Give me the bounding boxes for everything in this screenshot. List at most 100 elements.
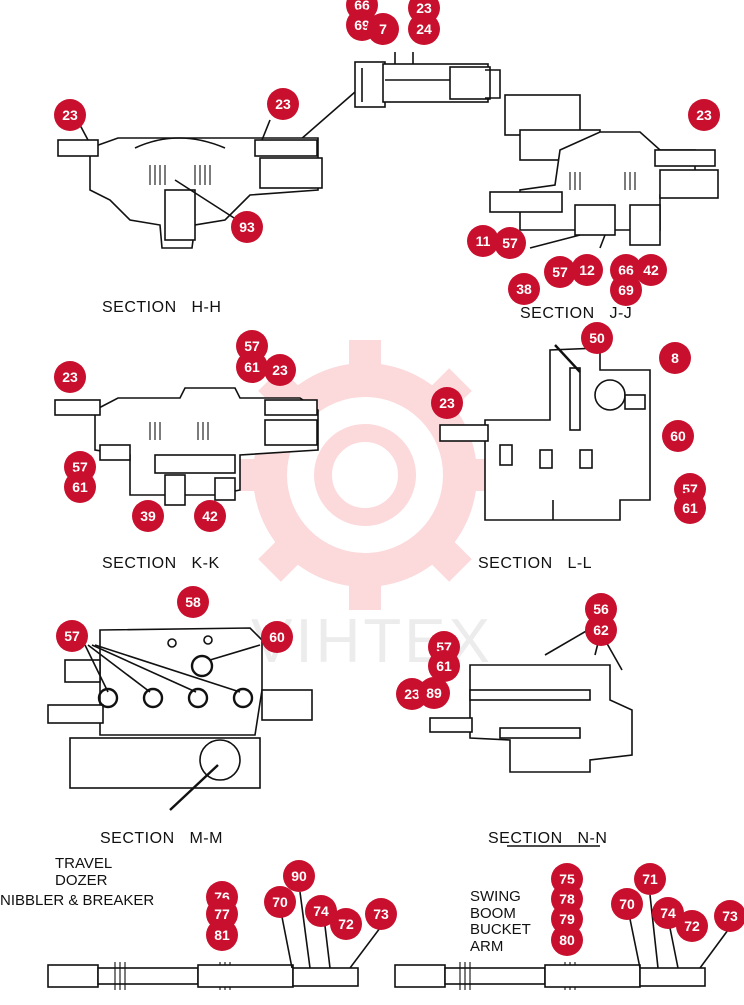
balloon-circle — [428, 650, 460, 682]
balloon-circle — [544, 256, 576, 288]
spool-label-nibbler-breaker: NIBBLER & BREAKER — [0, 892, 154, 909]
balloon-circle — [585, 614, 617, 646]
spool-right-drawing — [394, 894, 729, 990]
balloon-circle — [267, 88, 299, 120]
balloon-callout: 24 — [408, 13, 440, 45]
balloon-number: 12 — [579, 262, 595, 278]
balloon-circle — [688, 99, 720, 131]
top-detail-drawing — [299, 52, 501, 141]
balloon-callout: 89 — [418, 677, 450, 709]
balloon-callout: 23 — [431, 387, 463, 419]
section-label-mm: SECTION M-M — [100, 830, 223, 847]
section-mm-drawing — [47, 627, 313, 811]
balloon-circle — [56, 620, 88, 652]
balloon-callout: 23 — [264, 354, 296, 386]
balloon-callout: 73 — [365, 898, 397, 930]
balloon-callout: 61 — [674, 492, 706, 524]
balloon-callout: 8 — [659, 342, 691, 374]
spool-label-boom: BOOM — [470, 905, 516, 922]
balloon-number: 57 — [64, 628, 80, 644]
balloon-callout: 38 — [508, 273, 540, 305]
balloon-callout: 11 — [467, 225, 499, 257]
balloon-circle — [659, 342, 691, 374]
balloon-number: 72 — [338, 916, 354, 932]
balloon-number: 23 — [696, 107, 712, 123]
balloon-circle — [418, 677, 450, 709]
section-label-nn: SECTION N-N — [488, 830, 607, 847]
balloon-number: 42 — [643, 262, 659, 278]
balloon-circle — [571, 254, 603, 286]
section-hh-drawing — [57, 119, 323, 249]
balloon-number: 56 — [593, 601, 609, 617]
balloon-number: 23 — [404, 686, 420, 702]
balloon-circle — [676, 910, 708, 942]
balloon-circle — [610, 274, 642, 306]
balloon-circle — [236, 351, 268, 383]
balloon-number: 57 — [552, 264, 568, 280]
balloon-circle — [634, 863, 666, 895]
section-kk-drawing — [54, 387, 319, 506]
balloon-callout: 57 — [544, 256, 576, 288]
balloon-callout: 71 — [634, 863, 666, 895]
balloon-circle — [551, 924, 583, 956]
section-label-kk: SECTION K-K — [102, 555, 220, 572]
balloon-circle — [264, 354, 296, 386]
balloon-number: 66 — [618, 262, 634, 278]
balloon-number: 62 — [593, 622, 609, 638]
balloon-callout: 70 — [264, 886, 296, 918]
balloon-circle — [64, 471, 96, 503]
balloon-circle — [264, 886, 296, 918]
balloon-number: 70 — [619, 896, 635, 912]
balloon-callout: 39 — [132, 500, 164, 532]
balloon-number: 39 — [140, 508, 156, 524]
balloon-number: 61 — [436, 658, 452, 674]
balloon-number: 72 — [684, 918, 700, 934]
balloon-circle — [611, 888, 643, 920]
spool-label-travel: TRAVEL — [55, 855, 112, 872]
balloon-callout: 61 — [236, 351, 268, 383]
section-label-hh: SECTION H-H — [102, 299, 221, 316]
balloon-number: 57 — [244, 338, 260, 354]
balloon-callout: 74 — [305, 895, 337, 927]
balloon-number: 61 — [682, 500, 698, 516]
balloon-number: 69 — [618, 282, 634, 298]
balloon-number: 77 — [214, 906, 230, 922]
balloon-callout: 23 — [688, 99, 720, 131]
section-label-jj: SECTION J-J — [520, 305, 632, 322]
balloon-callout: 62 — [585, 614, 617, 646]
spool-label-arm: ARM — [470, 938, 503, 955]
balloon-callout: 7 — [367, 13, 399, 45]
balloon-number: 74 — [660, 905, 676, 921]
balloon-number: 74 — [313, 903, 329, 919]
balloon-number: 23 — [62, 369, 78, 385]
balloon-circle — [467, 225, 499, 257]
section-label-ll: SECTION L-L — [478, 555, 592, 572]
section-ll-drawing — [439, 344, 651, 521]
spool-labels-right: SWING BOOM BUCKET ARM — [470, 888, 531, 955]
balloon-number: 89 — [426, 685, 442, 701]
balloon-number: 78 — [559, 891, 575, 907]
balloon-number: 38 — [516, 281, 532, 297]
balloon-circle — [494, 227, 526, 259]
balloon-callout: 60 — [261, 621, 293, 653]
balloon-number: 23 — [439, 395, 455, 411]
balloon-number: 7 — [379, 21, 387, 37]
spool-labels-left: TRAVEL DOZER NIBBLER & BREAKER — [0, 855, 154, 909]
balloon-circle — [206, 919, 238, 951]
spool-left-drawing — [47, 891, 381, 990]
section-nn-drawing — [429, 629, 633, 773]
spool-label-bucket: BUCKET — [470, 921, 531, 938]
balloon-circle — [305, 895, 337, 927]
balloon-circle — [714, 900, 744, 932]
balloon-number: 61 — [72, 479, 88, 495]
balloon-number: 57 — [502, 235, 518, 251]
balloon-callout: 90 — [283, 860, 315, 892]
balloon-callout: 61 — [64, 471, 96, 503]
balloon-number: 8 — [671, 350, 679, 366]
balloon-number: 50 — [589, 330, 605, 346]
balloon-number: 81 — [214, 927, 230, 943]
balloon-circle — [231, 211, 263, 243]
balloon-circle — [635, 254, 667, 286]
balloon-callout: 23 — [54, 361, 86, 393]
balloon-callout: 57 — [494, 227, 526, 259]
